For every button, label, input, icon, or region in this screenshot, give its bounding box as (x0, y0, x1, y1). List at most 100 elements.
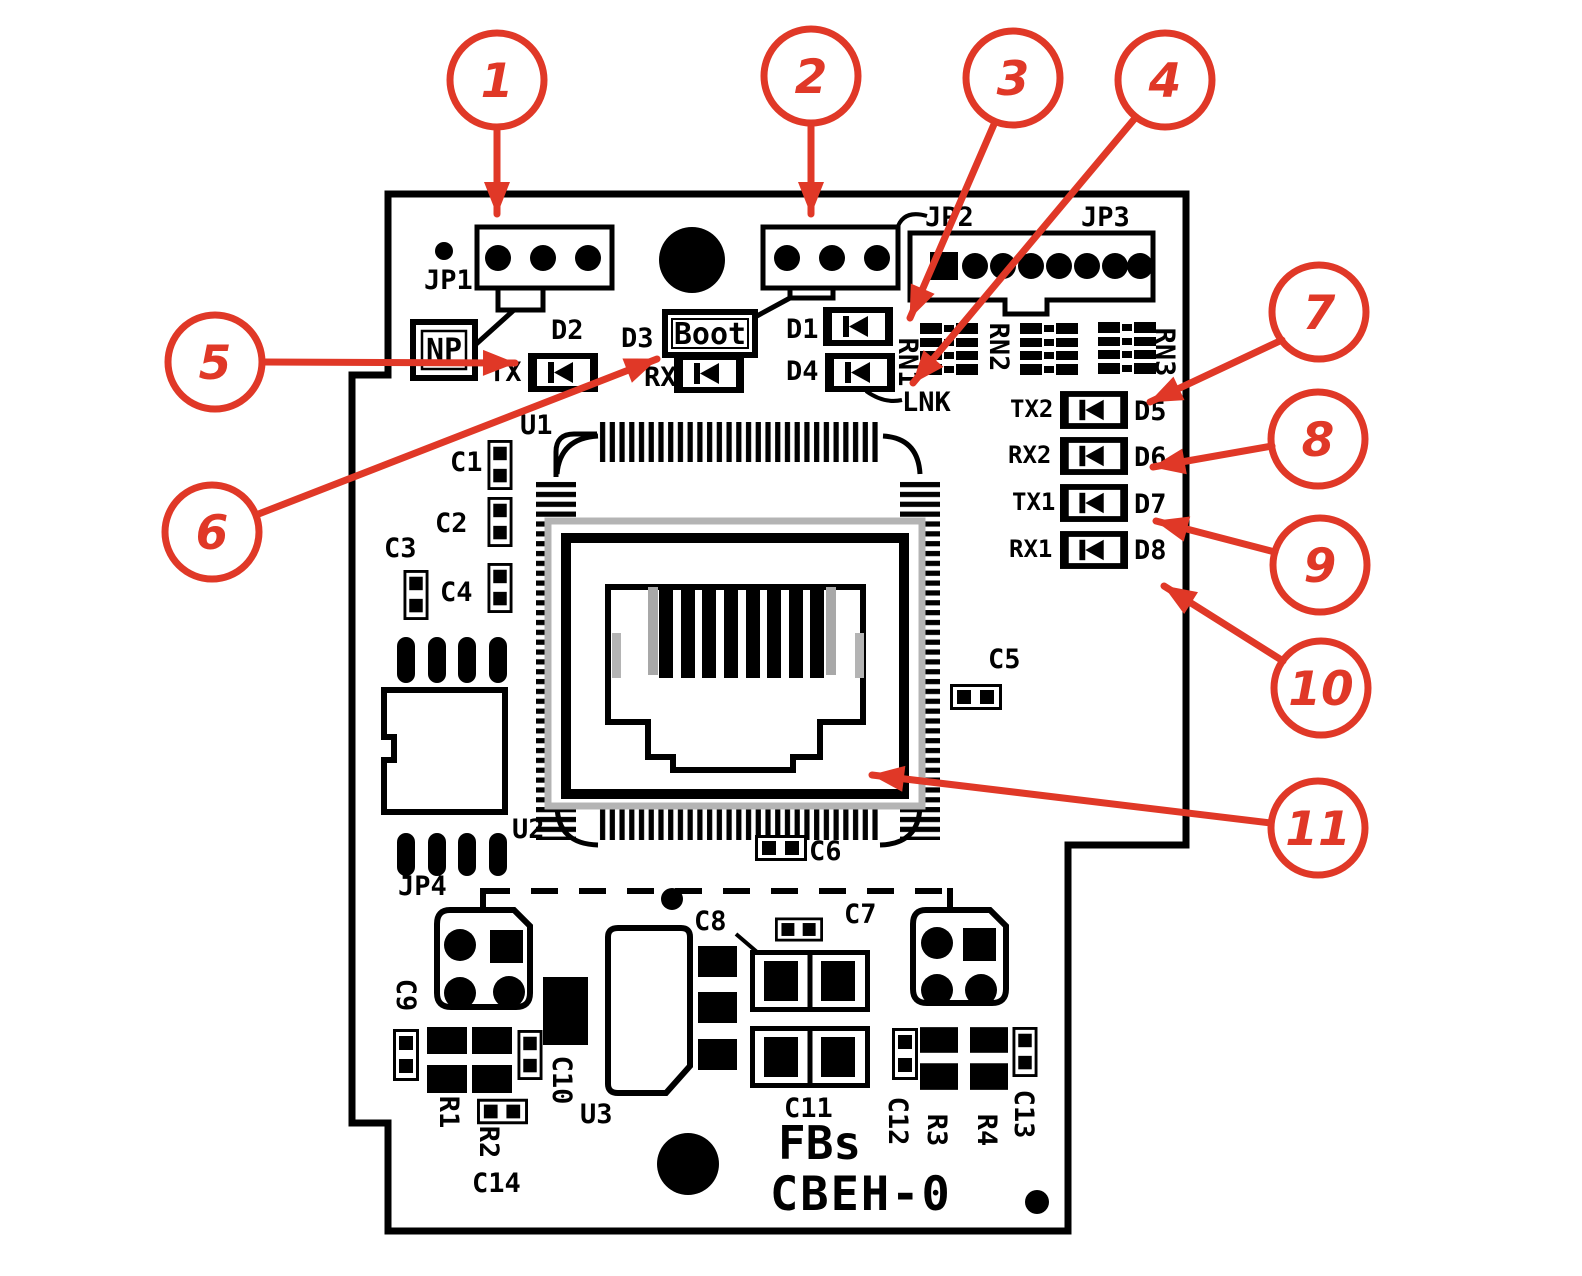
callout-6-number: 6 (196, 506, 229, 561)
label-c10: C10 (546, 1056, 577, 1105)
res-r2 (472, 1027, 512, 1093)
cap-c13 (1012, 1027, 1038, 1077)
corner-dot (1025, 1190, 1049, 1214)
cap-c10 (543, 977, 588, 1045)
label-rn2: RN2 (983, 323, 1014, 372)
led-d7 (1060, 484, 1128, 522)
label-rx: RX (644, 362, 677, 393)
dash-line-dot (661, 888, 683, 910)
label-c3: C3 (384, 533, 417, 564)
boot-box: Boot (662, 309, 758, 358)
label-rx1: RX1 (1009, 535, 1052, 563)
silkscreen-labels: JP1 JP2 JP3 D2 TX D3 RX D1 D4 RN1 RN2 RN… (384, 202, 1180, 1222)
label-c12: C12 (882, 1097, 913, 1146)
label-c1: C1 (450, 447, 483, 478)
callout-3-number: 3 (997, 52, 1030, 107)
cap-c11 (753, 1026, 868, 1088)
label-tx1: TX1 (1012, 488, 1055, 516)
res-r1 (427, 1027, 467, 1093)
fiducial-dot (435, 242, 453, 260)
label-brand: FBs (778, 1116, 861, 1170)
label-d1: D1 (786, 314, 819, 345)
label-r1: R1 (433, 1096, 464, 1129)
callout-1-number: 1 (481, 54, 514, 109)
label-jp1: JP1 (424, 265, 473, 296)
cap-c3 (403, 570, 429, 620)
cap-c6 (755, 834, 807, 862)
cap-c8 (753, 950, 868, 1012)
callout-5-number: 5 (199, 336, 232, 391)
cap-c1 (487, 440, 513, 490)
label-d3: D3 (621, 323, 654, 354)
callout-9-number: 9 (1304, 539, 1337, 594)
label-u2: U2 (512, 814, 545, 845)
callout-6: 6 (161, 355, 661, 583)
rj45-connector (544, 517, 926, 810)
cap-c5 (950, 684, 1002, 710)
callout-2-number: 2 (795, 50, 828, 105)
callout-8: 8 (1149, 388, 1369, 490)
cap-c9 (393, 1028, 419, 1082)
label-rn3: RN3 (1149, 328, 1180, 377)
led-d1 (823, 307, 893, 346)
label-tx2: TX2 (1010, 395, 1053, 423)
pcb-board: NP Boot (348, 190, 1190, 1235)
callout-7-number: 7 (1303, 286, 1336, 341)
callout-2: 2 (760, 25, 862, 218)
label-r2: R2 (473, 1126, 504, 1159)
lnk-leader-trace (864, 389, 903, 403)
callout-3: 3 (906, 27, 1064, 322)
led-d6 (1060, 437, 1128, 475)
cap-c12 (892, 1028, 918, 1080)
label-c13: C13 (1008, 1090, 1039, 1139)
callout-10: 10 (1160, 582, 1372, 739)
label-jp3: JP3 (1081, 202, 1130, 233)
label-u3: U3 (580, 1099, 613, 1130)
callout-4: 4 (909, 29, 1216, 387)
connector-jp3 (907, 230, 1156, 317)
cap-c2 (487, 497, 513, 547)
callout-8-number: 8 (1302, 413, 1335, 468)
c8-leader (734, 932, 759, 954)
label-c7: C7 (844, 899, 877, 930)
label-c6: C6 (809, 836, 842, 867)
callout-4-number: 4 (1148, 54, 1182, 109)
label-c2: C2 (435, 508, 468, 539)
label-c4: C4 (440, 577, 473, 608)
label-c8: C8 (694, 906, 727, 937)
connector-jp1 (472, 224, 615, 348)
label-c5: C5 (988, 644, 1021, 675)
cap-c4 (487, 563, 513, 613)
label-boot: Boot (674, 317, 746, 352)
connector-jp4 (434, 907, 533, 1010)
led-d5 (1060, 391, 1128, 429)
chip-u3 (605, 925, 737, 1096)
label-d8: D8 (1134, 535, 1167, 566)
connector-jp2 (753, 212, 928, 320)
label-jp4: JP4 (398, 871, 447, 902)
callout-9: 9 (1152, 514, 1371, 616)
label-c11: C11 (784, 1093, 833, 1124)
callout-11: 11 (868, 765, 1369, 879)
label-d7: D7 (1134, 489, 1167, 520)
rj45-contacts (659, 587, 824, 678)
rnet-rn3 (1098, 322, 1156, 374)
cap-c14 (477, 1098, 528, 1125)
callout-5: 5 (164, 311, 519, 413)
callout-7: 7 (1146, 261, 1370, 406)
annotation-layer: 1 2 3 4 5 6 7 (161, 25, 1372, 879)
label-r4: R4 (971, 1114, 1002, 1147)
label-model: CBEH-0 (770, 1167, 952, 1222)
led-d3 (674, 354, 744, 393)
res-r4 (970, 1027, 1008, 1090)
mounting-hole-top (659, 227, 725, 293)
callout-10-number: 10 (1288, 662, 1353, 717)
cap-small-mid (517, 1030, 543, 1080)
label-lnk: LNK (902, 387, 952, 418)
label-d2: D2 (551, 315, 584, 346)
label-d4: D4 (786, 356, 819, 387)
label-rx2: RX2 (1008, 441, 1051, 469)
isolation-dashed-line (480, 888, 953, 910)
mounting-hole-bottom (657, 1133, 719, 1195)
